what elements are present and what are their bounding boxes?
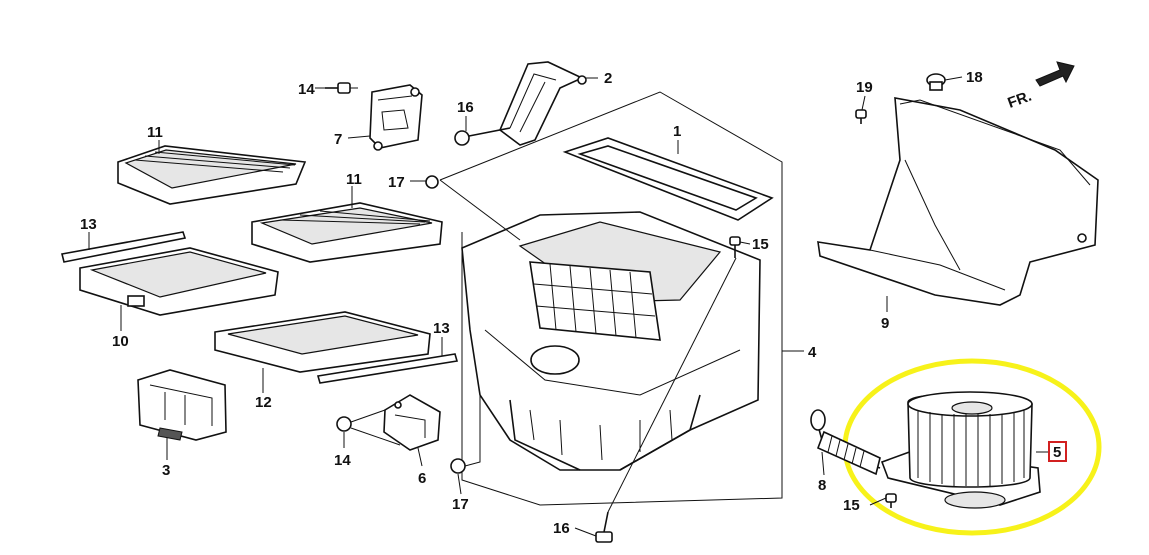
seal-strip-13-right xyxy=(316,353,459,384)
callout-11-middle: 11 xyxy=(346,171,362,188)
callout-15-lower: 15 xyxy=(843,497,860,514)
leader-16-lower xyxy=(607,257,737,513)
screw-17-lower xyxy=(450,458,466,474)
callout-4: 4 xyxy=(808,344,817,361)
front-direction-arrow xyxy=(1035,61,1075,87)
callout-14-upper: 14 xyxy=(298,81,315,98)
assembly-frame xyxy=(439,91,783,506)
clip-18 xyxy=(926,73,946,91)
callout-18: 18 xyxy=(966,69,983,86)
callout-12: 12 xyxy=(255,394,272,411)
resistor-6 xyxy=(383,394,441,451)
screw-15-lower xyxy=(885,493,897,508)
heater-housing-4 xyxy=(461,211,761,471)
callout-7: 7 xyxy=(334,131,342,148)
bracket-2 xyxy=(499,61,587,146)
actuator-7 xyxy=(369,84,423,151)
leader-17-lower xyxy=(464,395,481,467)
leader-17-upper xyxy=(439,179,521,241)
hose-8 xyxy=(810,409,881,476)
callout-13-right: 13 xyxy=(433,320,450,337)
screw-14-lower xyxy=(336,409,401,446)
seal-strip-13-left xyxy=(61,231,187,263)
callout-11-upper: 11 xyxy=(147,124,163,141)
filter-11-upper xyxy=(117,145,307,205)
callout-8: 8 xyxy=(818,477,826,494)
callout-17-lower: 17 xyxy=(452,496,469,513)
callout-1: 1 xyxy=(673,123,681,140)
callout-19: 19 xyxy=(856,79,873,96)
screw-16-lower xyxy=(595,511,613,543)
front-direction-label: FR. xyxy=(1005,88,1034,112)
screw-19 xyxy=(855,109,867,124)
screw-16-upper xyxy=(454,127,511,146)
screw-17-upper xyxy=(425,175,439,189)
blower-motor-5 xyxy=(880,391,1041,509)
callout-14-lower: 14 xyxy=(334,452,351,469)
gasket-1 xyxy=(562,137,774,221)
callout-9: 9 xyxy=(881,315,889,332)
screw-14-upper xyxy=(325,82,358,94)
callout-5-box xyxy=(1048,441,1067,462)
callout-3: 3 xyxy=(162,462,170,479)
callout-16-upper: 16 xyxy=(457,99,474,116)
callout-labels: 11 11 13 13 10 12 3 14 7 16 2 1 17 15 4 … xyxy=(80,69,1067,537)
callout-13-left: 13 xyxy=(80,216,97,233)
callout-15-upper: 15 xyxy=(752,236,769,253)
callout-17-upper: 17 xyxy=(388,174,405,191)
bracket-3 xyxy=(137,369,227,441)
leader-lines xyxy=(88,76,1050,537)
filter-11-middle xyxy=(251,202,443,263)
duct-9 xyxy=(817,97,1099,306)
filter-tray-12 xyxy=(214,311,431,373)
callout-5: 5 xyxy=(1053,444,1061,461)
callout-6: 6 xyxy=(418,470,426,487)
screw-15-upper xyxy=(729,236,741,258)
callout-2: 2 xyxy=(604,70,612,87)
callout-10: 10 xyxy=(112,333,129,350)
callout-16-lower: 16 xyxy=(553,520,570,537)
filter-tray-10 xyxy=(79,247,279,316)
